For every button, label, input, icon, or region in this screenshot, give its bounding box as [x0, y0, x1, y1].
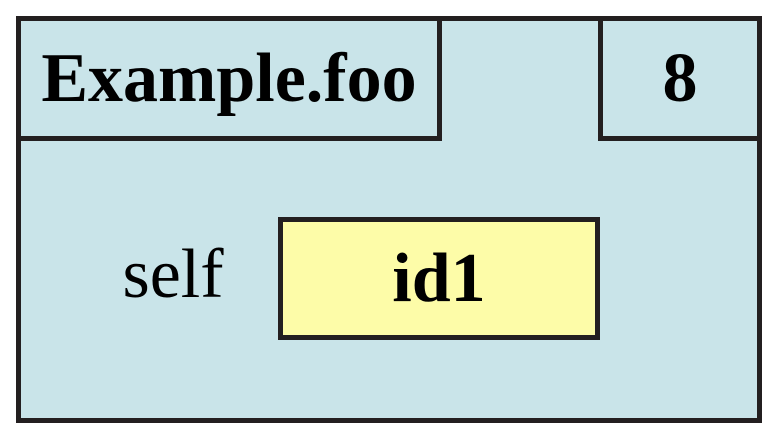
variable-name-label: self: [122, 236, 224, 313]
frame-name-label: Example.foo: [41, 39, 417, 117]
value-box: id1: [278, 217, 600, 340]
value-label: id1: [392, 239, 486, 317]
line-number-label: 8: [662, 39, 698, 117]
frame-name-box: Example.foo: [16, 16, 442, 141]
line-number-box: 8: [598, 16, 762, 141]
